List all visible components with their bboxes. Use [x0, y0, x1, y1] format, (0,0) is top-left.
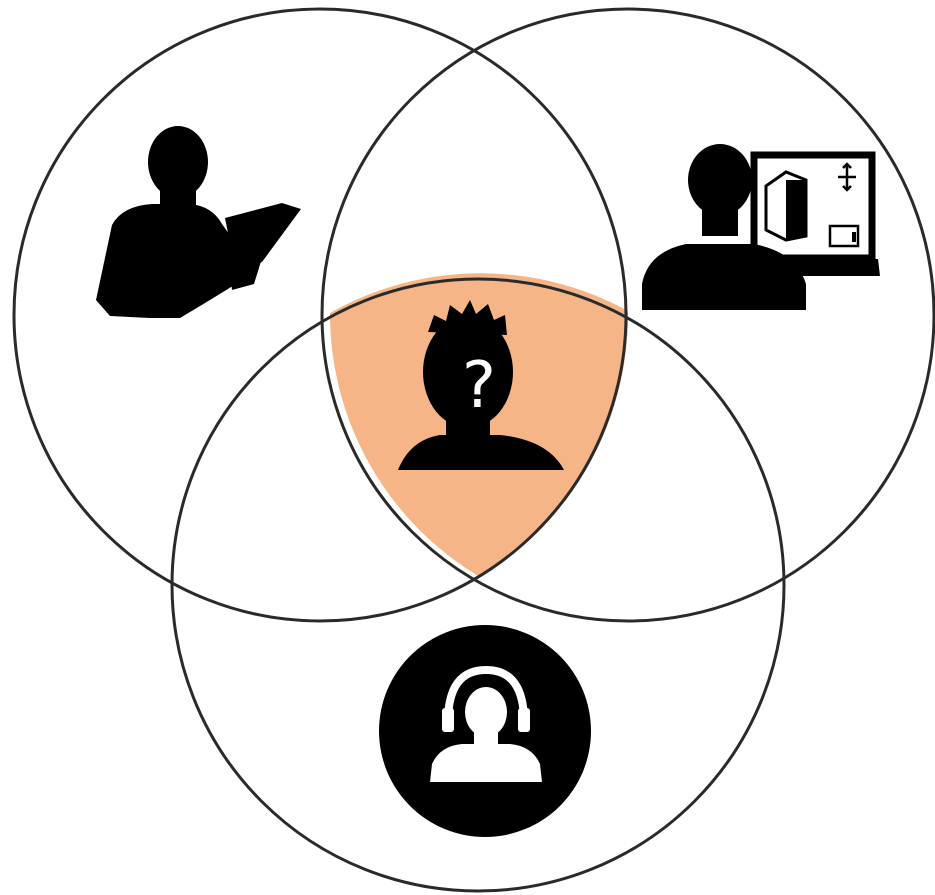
person-at-computer-icon: [642, 144, 880, 310]
person-with-headphones-icon: [379, 625, 591, 837]
reader-set-circle: [12, 7, 628, 623]
question-mark: ?: [462, 349, 496, 423]
person-reading-book-icon: [96, 126, 301, 318]
listener-set-circle: [170, 277, 786, 893]
unknown-person-question-icon: ?: [398, 300, 564, 470]
designer-set-circle: [320, 7, 935, 623]
